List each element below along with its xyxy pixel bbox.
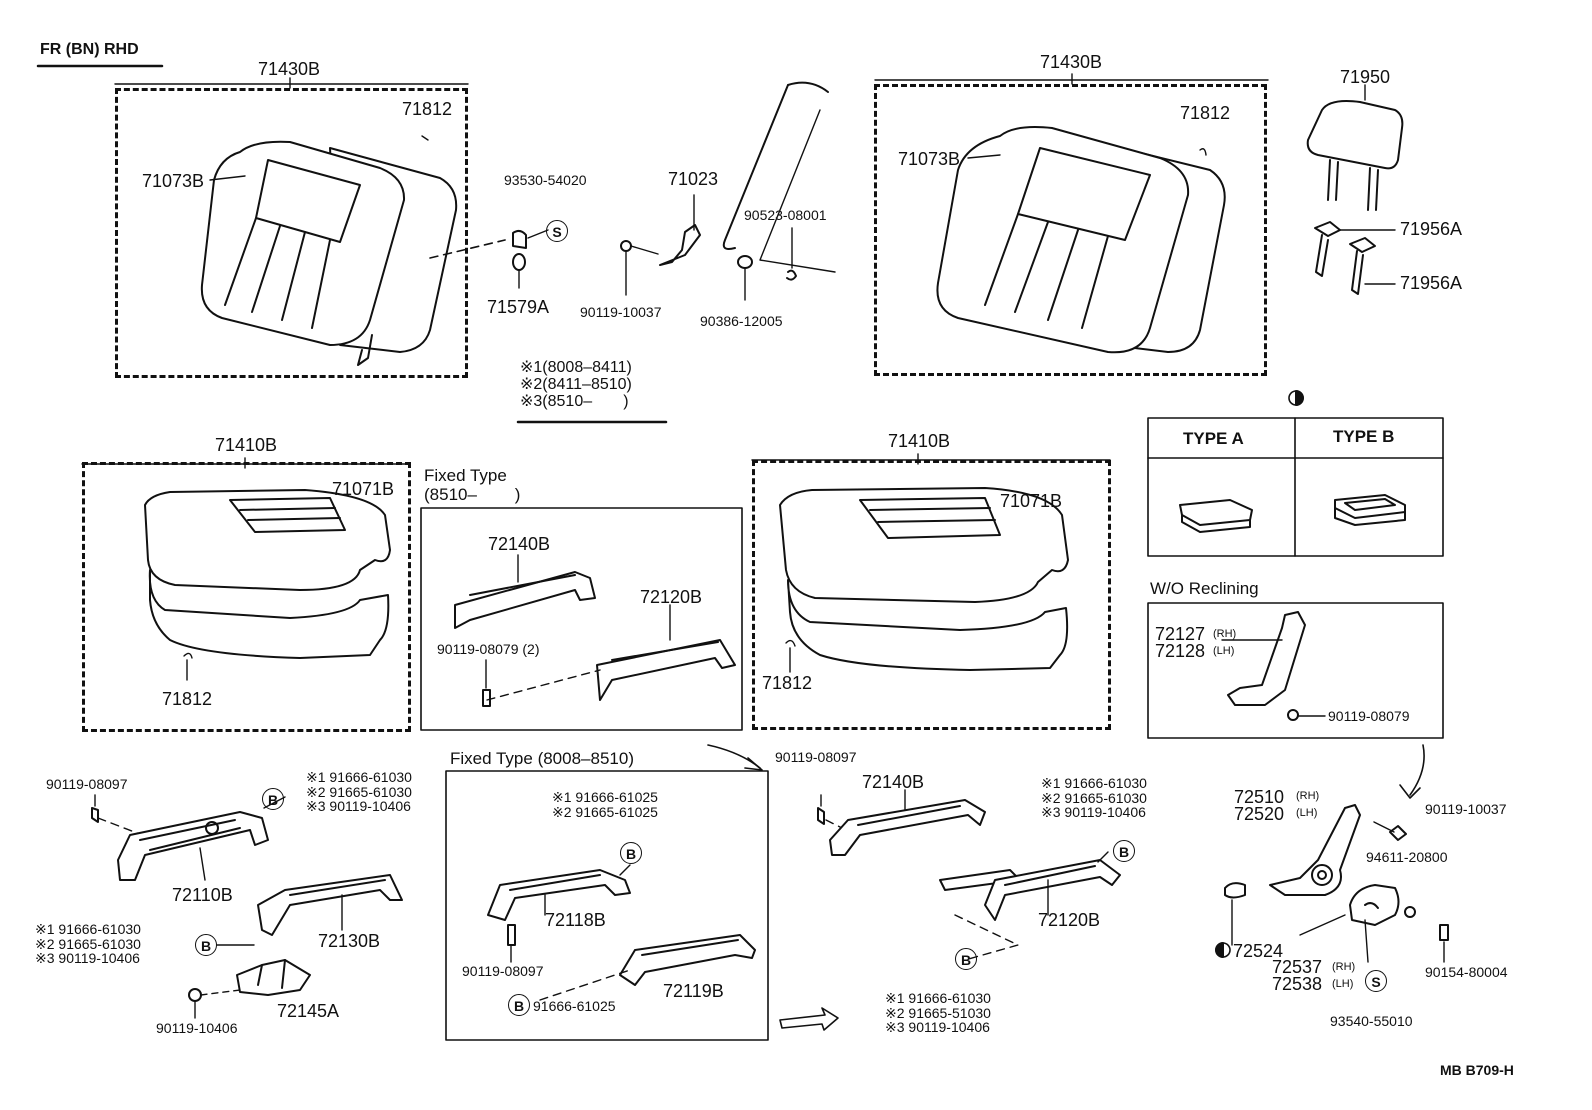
seatback-right-drawing: [874, 73, 1269, 354]
type-b-label: TYPE B: [1333, 427, 1395, 446]
fixed-type-new-title: Fixed Type: [424, 466, 507, 485]
part-label: 71812: [762, 673, 813, 693]
part-label: 72120B: [640, 587, 703, 607]
part-label: 71410B: [888, 431, 951, 451]
part-label: 72120B: [1038, 910, 1101, 930]
part-label: 90386-12005: [700, 313, 783, 329]
b-symbol: B: [1113, 840, 1135, 862]
part-label: 71812: [1180, 103, 1231, 123]
b-symbol: B: [508, 994, 530, 1016]
cushion-left-assembly-box: [82, 462, 411, 732]
side-label: (RH): [1296, 790, 1320, 802]
part-label: 71812: [402, 99, 453, 119]
bolt-note: ※1 91666-61030 ※2 91665-61030 ※3 90119-1…: [1041, 775, 1147, 821]
part-label: 90119-08097: [775, 749, 857, 765]
side-label: (LH): [1213, 645, 1235, 657]
bracket-71023: [620, 81, 836, 301]
fixed-type-new-drawing: [420, 507, 743, 731]
part-label: 72145A: [277, 1001, 340, 1021]
part-label: 71956A: [1400, 219, 1463, 239]
part-label: 72110B: [172, 885, 233, 905]
s-symbol: S: [1365, 970, 1387, 992]
part-label: 94611-20800: [1366, 849, 1448, 865]
rails-left-drawing: [91, 794, 403, 1019]
headrest-drawing: [1306, 84, 1404, 295]
seatback-left-assembly-box: [115, 88, 468, 378]
rails-right-drawing: [817, 789, 1121, 961]
part-label: 71956A: [1400, 273, 1463, 293]
part-label: 72128: [1155, 641, 1206, 661]
part-label: 90523-08001: [744, 207, 827, 223]
part-label: 90119-08097: [46, 776, 128, 792]
part-label: 90119-10037: [580, 304, 662, 320]
bolt-note: ※1 91666-61030 ※2 91665-51030 ※3 90119-1…: [885, 990, 991, 1036]
part-label: 72127: [1155, 624, 1206, 644]
wo-reclining-title: W/O Reclining: [1150, 579, 1259, 598]
part-label: 72520: [1234, 804, 1285, 824]
side-label: (LH): [1332, 978, 1354, 990]
wo-reclining-drawing: [1147, 602, 1444, 739]
part-label: 90154-80004: [1425, 964, 1508, 980]
part-label: 90119-10406: [156, 1020, 238, 1036]
part-label: 91666-61025: [533, 998, 616, 1014]
part-label: 71073B: [898, 149, 961, 169]
part-label: 90119-08079 (2): [437, 641, 540, 657]
part-label: 71073B: [142, 171, 205, 191]
b-symbol: B: [955, 948, 977, 970]
part-label: 71812: [162, 689, 213, 709]
part-label: 71430B: [1040, 52, 1103, 72]
cushion-left-drawing: [81, 457, 411, 681]
fixed-type-old-title: Fixed Type (8008–8510): [450, 749, 634, 768]
part-label: 72537: [1272, 957, 1323, 977]
type-a-label: TYPE A: [1183, 429, 1244, 448]
part-label: 71071B: [332, 479, 395, 499]
type-table: [1147, 390, 1444, 557]
part-label: 71023: [668, 169, 719, 189]
part-label: 71430B: [258, 59, 321, 79]
side-label: (RH): [1213, 628, 1237, 640]
part-label: 93540-55010: [1330, 1013, 1413, 1029]
part-label: 72524: [1233, 941, 1284, 961]
part-label: 72130B: [318, 931, 381, 951]
part-label: 71579A: [487, 297, 550, 317]
b-symbol: B: [620, 842, 642, 864]
seatback-right-assembly-box: [874, 84, 1267, 376]
side-label: (LH): [1296, 807, 1318, 819]
part-label: 72538: [1272, 974, 1323, 994]
date-legend: ※1(8008–8411) ※2(8411–8510) ※3(8510– ): [520, 359, 632, 410]
b-symbol: B: [262, 788, 284, 810]
cushion-right-assembly-box: [752, 460, 1111, 730]
part-label: 90119-08079: [1328, 708, 1410, 724]
bolt-note: ※1 91666-61030 ※2 91665-61030 ※3 90119-1…: [306, 769, 412, 815]
seatback-left-drawing: [114, 77, 469, 366]
diagram-title: FR (BN) RHD: [40, 41, 139, 58]
part-label: 72118B: [545, 910, 606, 930]
bolt-note: ※1 91666-61025 ※2 91665-61025: [552, 789, 658, 820]
s-symbol: S: [546, 220, 568, 242]
part-label: 71071B: [1000, 491, 1063, 511]
part-label: 72119B: [663, 981, 724, 1001]
clip-71579a: [429, 229, 549, 289]
bolt-note: ※1 91666-61030 ※2 91665-61030 ※3 90119-1…: [35, 921, 141, 967]
cushion-right-drawing: [751, 453, 1111, 673]
fixed-type-old-drawing: [445, 770, 769, 1041]
part-label: 72140B: [862, 772, 925, 792]
flow-arrows: [707, 744, 1425, 1031]
part-label: 90119-08097: [462, 963, 544, 979]
part-label: 72510: [1234, 787, 1285, 807]
part-label: 71950: [1340, 67, 1391, 87]
b-symbol: B: [195, 934, 217, 956]
part-label: 71410B: [215, 435, 278, 455]
side-label: (RH): [1332, 961, 1356, 973]
part-label: 72140B: [488, 534, 551, 554]
recliner-drawing: [1215, 804, 1449, 963]
diagram-code: MB B709-H: [1440, 1062, 1514, 1078]
fixed-type-new-range: (8510– ): [424, 485, 521, 504]
part-label: 93530-54020: [504, 172, 587, 188]
part-label: 90119-10037: [1425, 801, 1507, 817]
